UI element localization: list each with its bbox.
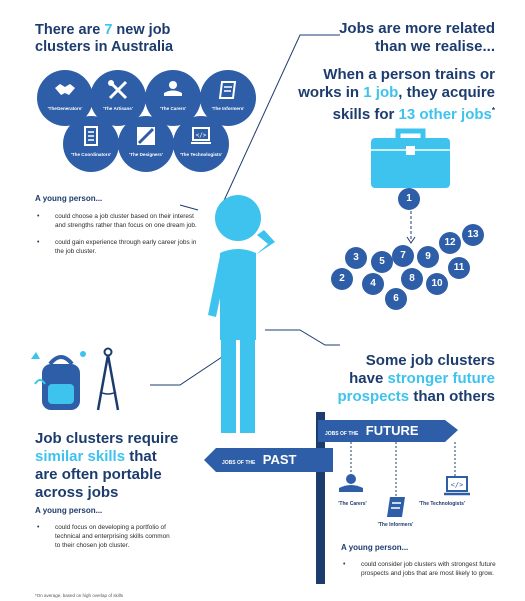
document-icon [84,126,98,146]
svg-text:</>: </> [196,132,207,139]
carer-icon [164,81,182,96]
briefcase-icon [371,128,450,188]
list-item: could choose a job cluster based on thei… [35,212,200,230]
design-icon [137,127,155,145]
cluster-designers: 'The Designers' [118,116,174,172]
future-sign-label: JOBS OF THE FUTURE [325,423,419,438]
network-node: 2 [331,268,353,290]
laptop-code-icon: </> [191,127,211,144]
network-node: 7 [392,245,414,267]
network-source: 1 [398,188,420,210]
past-sign [204,448,333,472]
laptop-code-icon: </> [444,476,470,496]
footnote: *On average, based on high overlap of sk… [35,593,124,598]
school-supplies-illustration [31,347,120,411]
book-icon [387,497,405,517]
portable-skills-heading: Job clusters require similar skills that… [35,430,179,501]
clusters-title: There are 7 new job clusters in Australi… [35,22,174,55]
future-sign [318,420,458,442]
network-node: 8 [401,268,423,290]
young-person-list-1: could choose a job cluster based on thei… [35,212,200,264]
young-person-heading-2: A young person... [35,506,103,515]
carers-label: 'The Carers' [338,501,367,507]
list-item: could gain experience through early care… [35,238,200,256]
network-node: 13 [462,224,484,246]
cluster-coordinators: 'The Coordinators' [63,116,119,172]
network-node: 9 [417,246,439,268]
young-person-heading-1: A young person... [35,194,103,203]
past-sign-label: JOBS OF THE PAST [222,452,297,467]
svg-text:</>: </> [451,481,464,489]
network-node: 4 [362,273,384,295]
network-node: 11 [448,257,470,279]
network-node: 12 [439,232,461,254]
young-person-list-3: could consider job clusters with stronge… [341,560,501,586]
list-item: could consider job clusters with stronge… [341,560,501,578]
young-person-list-2: could focus on developing a portfolio of… [35,523,175,558]
compass-icon [103,347,113,357]
technologists-label: 'The Technologists' [418,501,466,507]
informers-label: 'The Informers' [377,522,414,528]
handshake-icon [55,84,75,95]
list-item: could focus on developing a portfolio of… [35,523,175,550]
network-node: 10 [426,273,448,295]
person-figure [208,195,275,433]
network-node: 5 [371,251,393,273]
young-person-heading-3: A young person... [341,543,409,552]
related-jobs-heading: Jobs are more related than we realise... [339,20,495,55]
future-prospects-heading: Some job clusters have stronger future p… [337,352,495,405]
dashed-arrow [406,211,416,244]
cluster-technologists: </> 'The Technologists' [173,116,229,172]
clusters-count: 7 [104,22,113,38]
carer-icon [339,474,363,492]
skills-heading: When a person trains or works in 1 job, … [298,66,495,123]
network-node: 3 [345,247,367,269]
tools-icon [108,80,128,100]
signpost [204,412,458,584]
network-node: 6 [385,288,407,310]
book-icon [218,81,237,99]
